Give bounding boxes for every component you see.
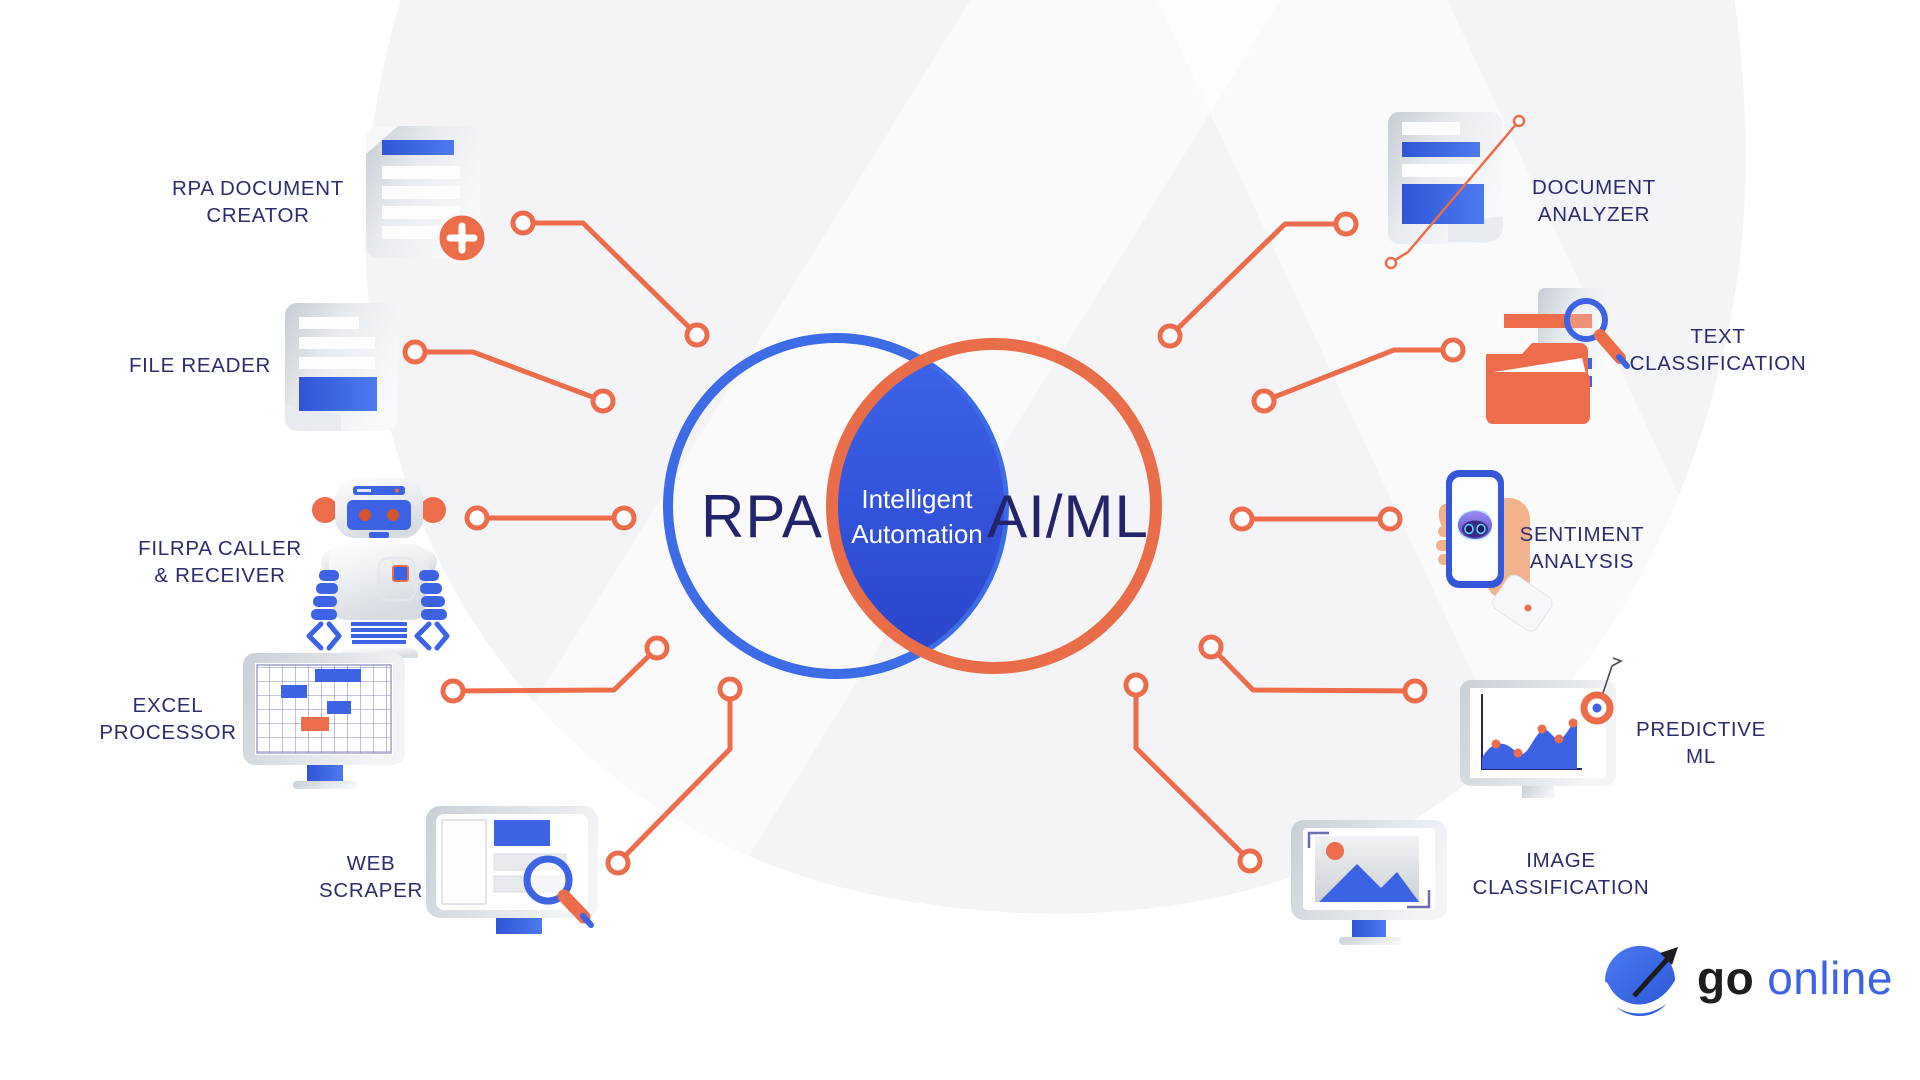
go-online-logo-mark — [1600, 946, 1683, 1016]
robot-icon — [306, 478, 450, 658]
label-filrpa-caller-receiver: FILRPA CALLER & RECEIVER — [138, 537, 302, 588]
image-monitor-icon — [1291, 820, 1447, 945]
label-file-reader: FILE READER — [128, 354, 272, 377]
label-predictive-ml: PREDICTIVE ML — [1635, 718, 1767, 769]
label-document-analyzer: DOCUMENT ANALYZER — [1531, 176, 1657, 227]
logo-word-online: online — [1767, 952, 1893, 1004]
connector-line — [412, 349, 606, 404]
go-online-logo: go online — [1600, 936, 1893, 1020]
document-file-icon — [284, 303, 397, 432]
browser-search-icon — [426, 806, 598, 934]
label-sentiment-analysis: SENTIMENT ANALYSIS — [1519, 523, 1645, 574]
phone-in-hand-icon — [1436, 470, 1553, 632]
connector-line — [450, 645, 660, 694]
document-plus-icon — [366, 126, 488, 264]
connector-line — [1261, 347, 1456, 404]
aiml-circle — [826, 338, 1162, 674]
connector-line — [1167, 221, 1349, 339]
spreadsheet-monitor-icon — [243, 653, 405, 789]
label-web-scraper: WEB SCRAPER — [318, 852, 423, 903]
logo-word-go: go — [1697, 952, 1755, 1004]
connectors — [412, 220, 1456, 866]
label-text-classification: TEXT CLASSIFICATION — [1629, 325, 1807, 376]
venn-intersection-label: Intelligent Automation — [851, 484, 983, 550]
label-excel-processor: EXCEL PROCESSOR — [99, 694, 237, 745]
label-rpa-document-creator: RPA DOCUMENT CREATOR — [171, 177, 345, 228]
venn-right-label: AI/ML — [987, 483, 1149, 550]
connector-line — [1133, 682, 1253, 864]
venn-diagram — [663, 333, 1162, 679]
folder-search-icon — [1486, 288, 1630, 424]
chart-target-icon — [1460, 657, 1623, 798]
connector-line — [520, 220, 700, 338]
venn-left-label: RPA — [701, 483, 823, 550]
connector-line — [615, 686, 733, 866]
document-scan-icon — [1384, 112, 1526, 270]
intersection-lens — [831, 361, 1005, 651]
label-image-classification: IMAGE CLASSIFICATION — [1472, 849, 1650, 900]
connector-line — [1208, 644, 1418, 694]
